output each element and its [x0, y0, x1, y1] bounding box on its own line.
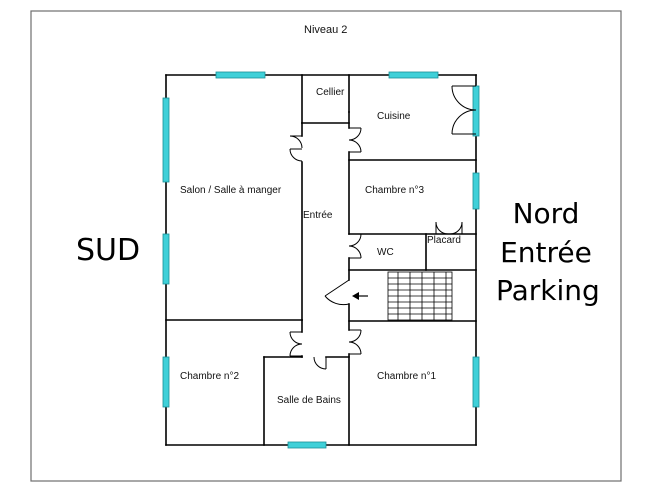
orientation-sud: SUD	[76, 233, 141, 268]
orientation-entree: Entrée	[500, 236, 592, 269]
plan-title: Niveau 2	[304, 24, 348, 36]
room-label-chambre3: Chambre n°3	[365, 185, 425, 196]
window-right-chambre3	[472, 172, 480, 210]
room-label-cellier: Cellier	[316, 87, 345, 98]
room-label-cuisine: Cuisine	[377, 111, 411, 122]
orientation-parking: Parking	[496, 274, 600, 307]
window-left-salon-upper	[162, 97, 170, 183]
door-cuisine-window	[451, 85, 477, 135]
window-right-cuisine	[472, 85, 480, 137]
window-right-chambre1	[472, 356, 480, 408]
room-label-wc: WC	[377, 247, 394, 258]
door-placard	[435, 221, 463, 235]
door-entree	[324, 279, 350, 306]
window-left-salon-lower	[162, 233, 170, 285]
staircase	[387, 271, 453, 321]
entry-arrow-icon	[352, 292, 368, 300]
windows	[162, 71, 480, 449]
room-label-chambre1: Chambre n°1	[377, 371, 437, 382]
door-cellier	[289, 135, 303, 162]
room-label-salon: Salon / Salle à manger	[180, 185, 282, 196]
walls	[165, 74, 477, 446]
page-border	[30, 10, 622, 482]
door-chambre1	[348, 329, 362, 355]
room-label-chambre2: Chambre n°2	[180, 371, 240, 382]
door-wc	[348, 233, 362, 259]
room-label-placard: Placard	[427, 235, 461, 246]
doors	[289, 85, 477, 370]
window-top-left	[215, 71, 266, 79]
orientation-nord: Nord	[512, 197, 580, 230]
window-bottom-bains	[287, 441, 327, 449]
door-bains	[313, 356, 327, 370]
window-top-right	[388, 71, 439, 79]
room-label-entree: Entrée	[303, 210, 333, 221]
window-left-chambre2	[162, 356, 170, 408]
door-chambre2	[289, 331, 303, 357]
door-cuisine	[348, 127, 362, 153]
room-label-salle-de-bains: Salle de Bains	[277, 395, 341, 406]
